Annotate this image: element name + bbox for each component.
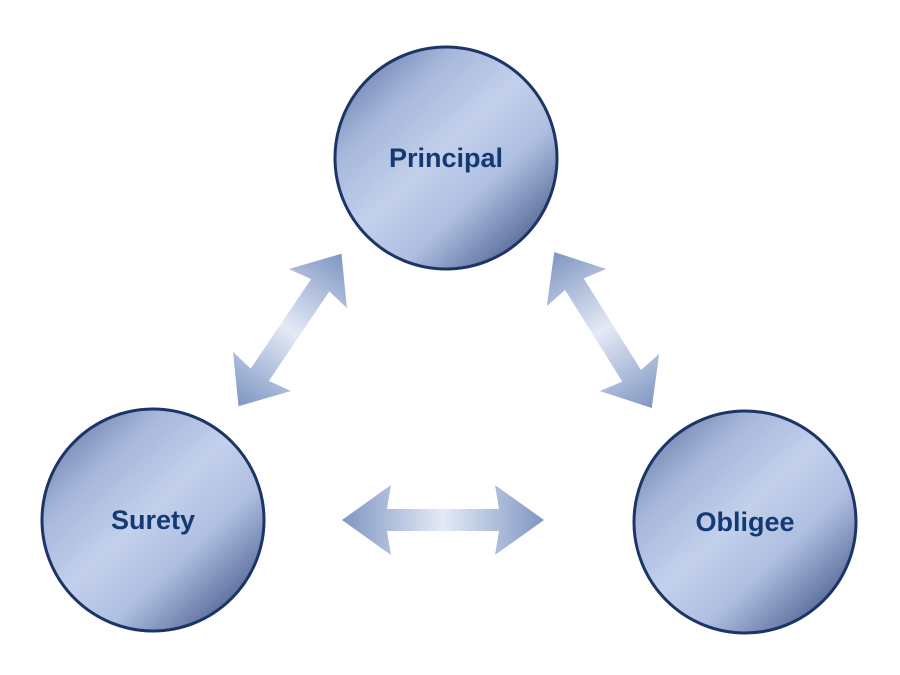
- surety-circle: [40, 407, 266, 633]
- obligee-circle: [632, 409, 858, 635]
- double-arrow-shape: [233, 253, 347, 407]
- node-surety: Surety: [40, 407, 266, 633]
- principal-label: Principal: [389, 143, 503, 173]
- arrow-principal-surety: [233, 253, 347, 407]
- node-principal: Principal: [333, 45, 559, 271]
- obligee-label: Obligee: [695, 507, 794, 537]
- node-obligee: Obligee: [632, 409, 858, 635]
- double-arrow-shape: [546, 251, 660, 409]
- arrow-surety-obligee: [342, 485, 544, 555]
- principal-circle: [333, 45, 559, 271]
- surety-label: Surety: [111, 505, 195, 535]
- double-arrow-shape: [342, 485, 544, 555]
- arrow-principal-obligee: [546, 251, 660, 409]
